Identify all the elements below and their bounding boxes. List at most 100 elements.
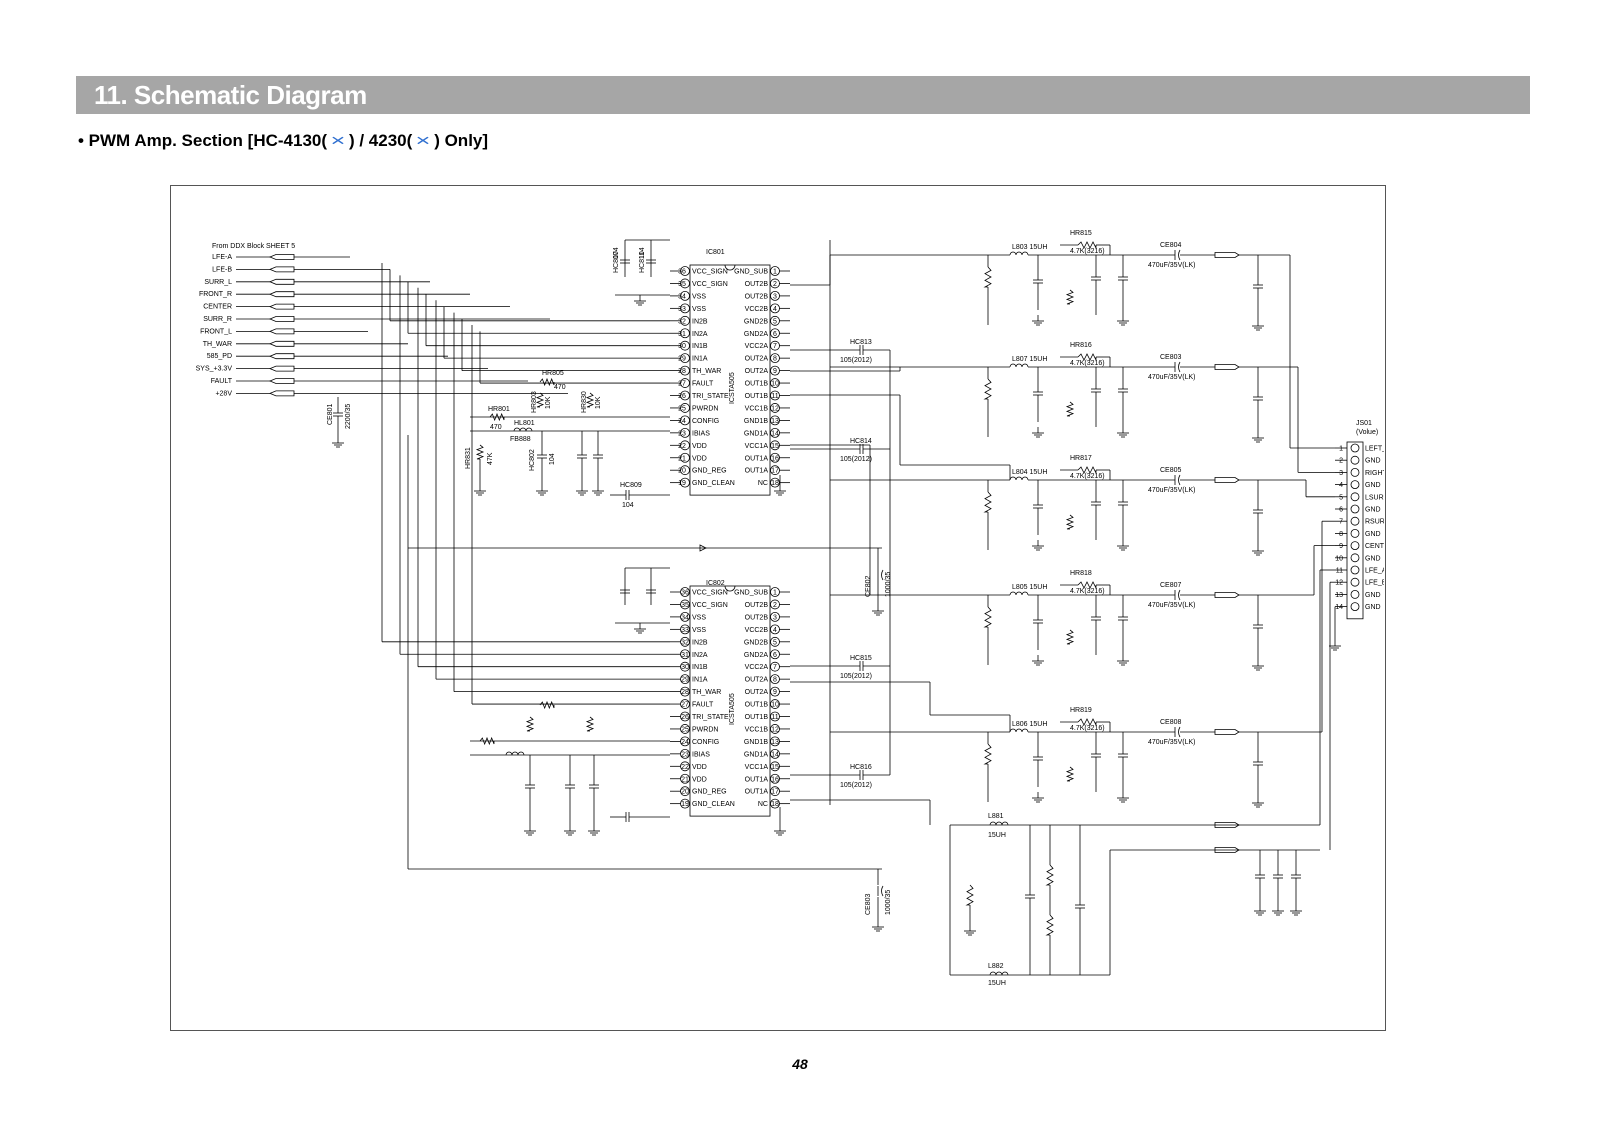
pin-circle [680,403,690,413]
ce802-ref: CE802 [865,575,872,597]
pin-number: 11 [771,393,778,400]
pin-name: VSS [692,306,706,313]
capacitor [593,454,603,459]
pin-circle [770,403,780,413]
signal-flag [268,390,295,397]
pin-circle [770,390,780,401]
pin-number: 4 [773,627,777,634]
ic-notch [724,585,736,592]
resistor-ref: HR816 [1070,342,1092,349]
ground-symbol [1254,905,1266,916]
connector-pin-number: 5 [1339,494,1343,501]
capacitor [859,770,864,780]
decoupling-ref: HC814 [850,438,872,445]
pin-number: 14 [771,751,779,758]
pin-name: GND_REG [692,789,727,796]
pin-circle [770,353,780,364]
pin-circle [680,465,690,476]
capacitor [1118,753,1128,758]
connector-pin-number: 13 [1335,592,1343,599]
pin-name: OUT1B [745,393,769,400]
connector-pin-label: CENTER_A [1365,543,1384,550]
x-mark-icon: × [415,131,431,150]
signal-flag [268,353,295,360]
hr803-value: 10K [545,396,552,409]
inductor-label: L807 15UH [1012,356,1047,363]
pin-number: 18 [771,801,779,808]
pin-circle [680,686,690,697]
pin-circle [770,328,780,339]
pin-circle [680,427,690,438]
signal-flag [268,278,295,285]
pin-circle [770,761,780,772]
pin-name: OUT2B [745,614,769,621]
pin-circle [680,315,690,326]
hr805-value: 470 [554,384,566,391]
capacitor [1118,388,1128,393]
resistor [1077,466,1097,474]
capacitor [1253,761,1263,766]
connector-pin-label: GND [1365,458,1381,465]
inductor [1009,476,1029,481]
subtitle-middle: ) / 4230( [348,131,413,150]
pin-number: 20 [678,468,686,475]
pin-circle [770,773,780,784]
decoupling-ref: HC815 [850,655,872,662]
section-subtitle: • PWM Amp. Section [HC-4130(×) / 4230(×)… [78,131,488,151]
source-note: From DDX Block SHEET 5 [212,243,295,250]
decoupling-value: 105(2012) [840,673,872,680]
pin-name: VDD [692,455,707,462]
pin-name: OUT1B [745,702,769,709]
pin-name: GND1A [744,430,768,437]
ground-symbol [1252,797,1264,808]
input-label: +28V [215,390,232,397]
resistor [1077,718,1097,726]
pin-number: 8 [773,356,777,363]
pin-circle [770,452,780,463]
hl801-ref: HL801 [514,420,535,427]
pin-name: OUT1A [745,468,769,475]
signal-flag [1214,364,1240,370]
pin-name: VDD [692,764,707,771]
pin-number: 29 [678,356,686,363]
inductor-label: L803 15UH [1012,244,1047,251]
pin-circle [680,661,690,672]
pin-name: IN2B [692,318,708,325]
resistor-ref: HR815 [1070,230,1092,237]
ground-symbol [1117,540,1129,551]
pin-circle [770,686,780,697]
l881-ref: L881 [988,813,1004,820]
signal-flag [268,365,295,372]
pin-name: VCC1A [745,443,769,450]
ground-symbol [1252,660,1264,671]
pin-name: GND2B [744,639,768,646]
pin-name: VCC2A [745,343,769,350]
pin-number: 7 [773,664,777,671]
connector-pin-label: RIGHT_A [1365,470,1384,477]
pin-name: VCC1B [745,405,769,412]
ic-part-label: ICSTA505 [729,693,736,725]
input-label: CENTER [203,304,232,311]
pin-number: 22 [681,764,689,771]
ground-symbol [1290,905,1302,916]
pin-circle [680,291,690,301]
electrolytic-capacitor [1174,361,1181,373]
signal-flag [1214,729,1240,735]
x-mark-icon: × [330,131,346,150]
pin-number: 12 [771,726,779,733]
pin-circle [770,477,780,488]
input-label: 585_PD [207,353,232,360]
pin-name: VSS [692,614,706,621]
label-layer: LFE-ALFE-BSURR_LFRONT_RCENTERSURR_RFRONT… [196,230,1384,987]
inductor [505,751,525,756]
pin-number: 21 [681,776,689,783]
resistor-value: 4.7K(3216) [1070,725,1105,732]
pin-circle [680,773,690,784]
connector-pin-label: GND [1365,507,1381,514]
capacitor [625,490,630,500]
ground-symbol [1032,540,1044,551]
pin-circle [680,798,690,809]
section-title: 11. Schematic Diagram [94,80,367,110]
pin-number: 9 [773,689,777,696]
pin-number: 32 [678,318,686,325]
